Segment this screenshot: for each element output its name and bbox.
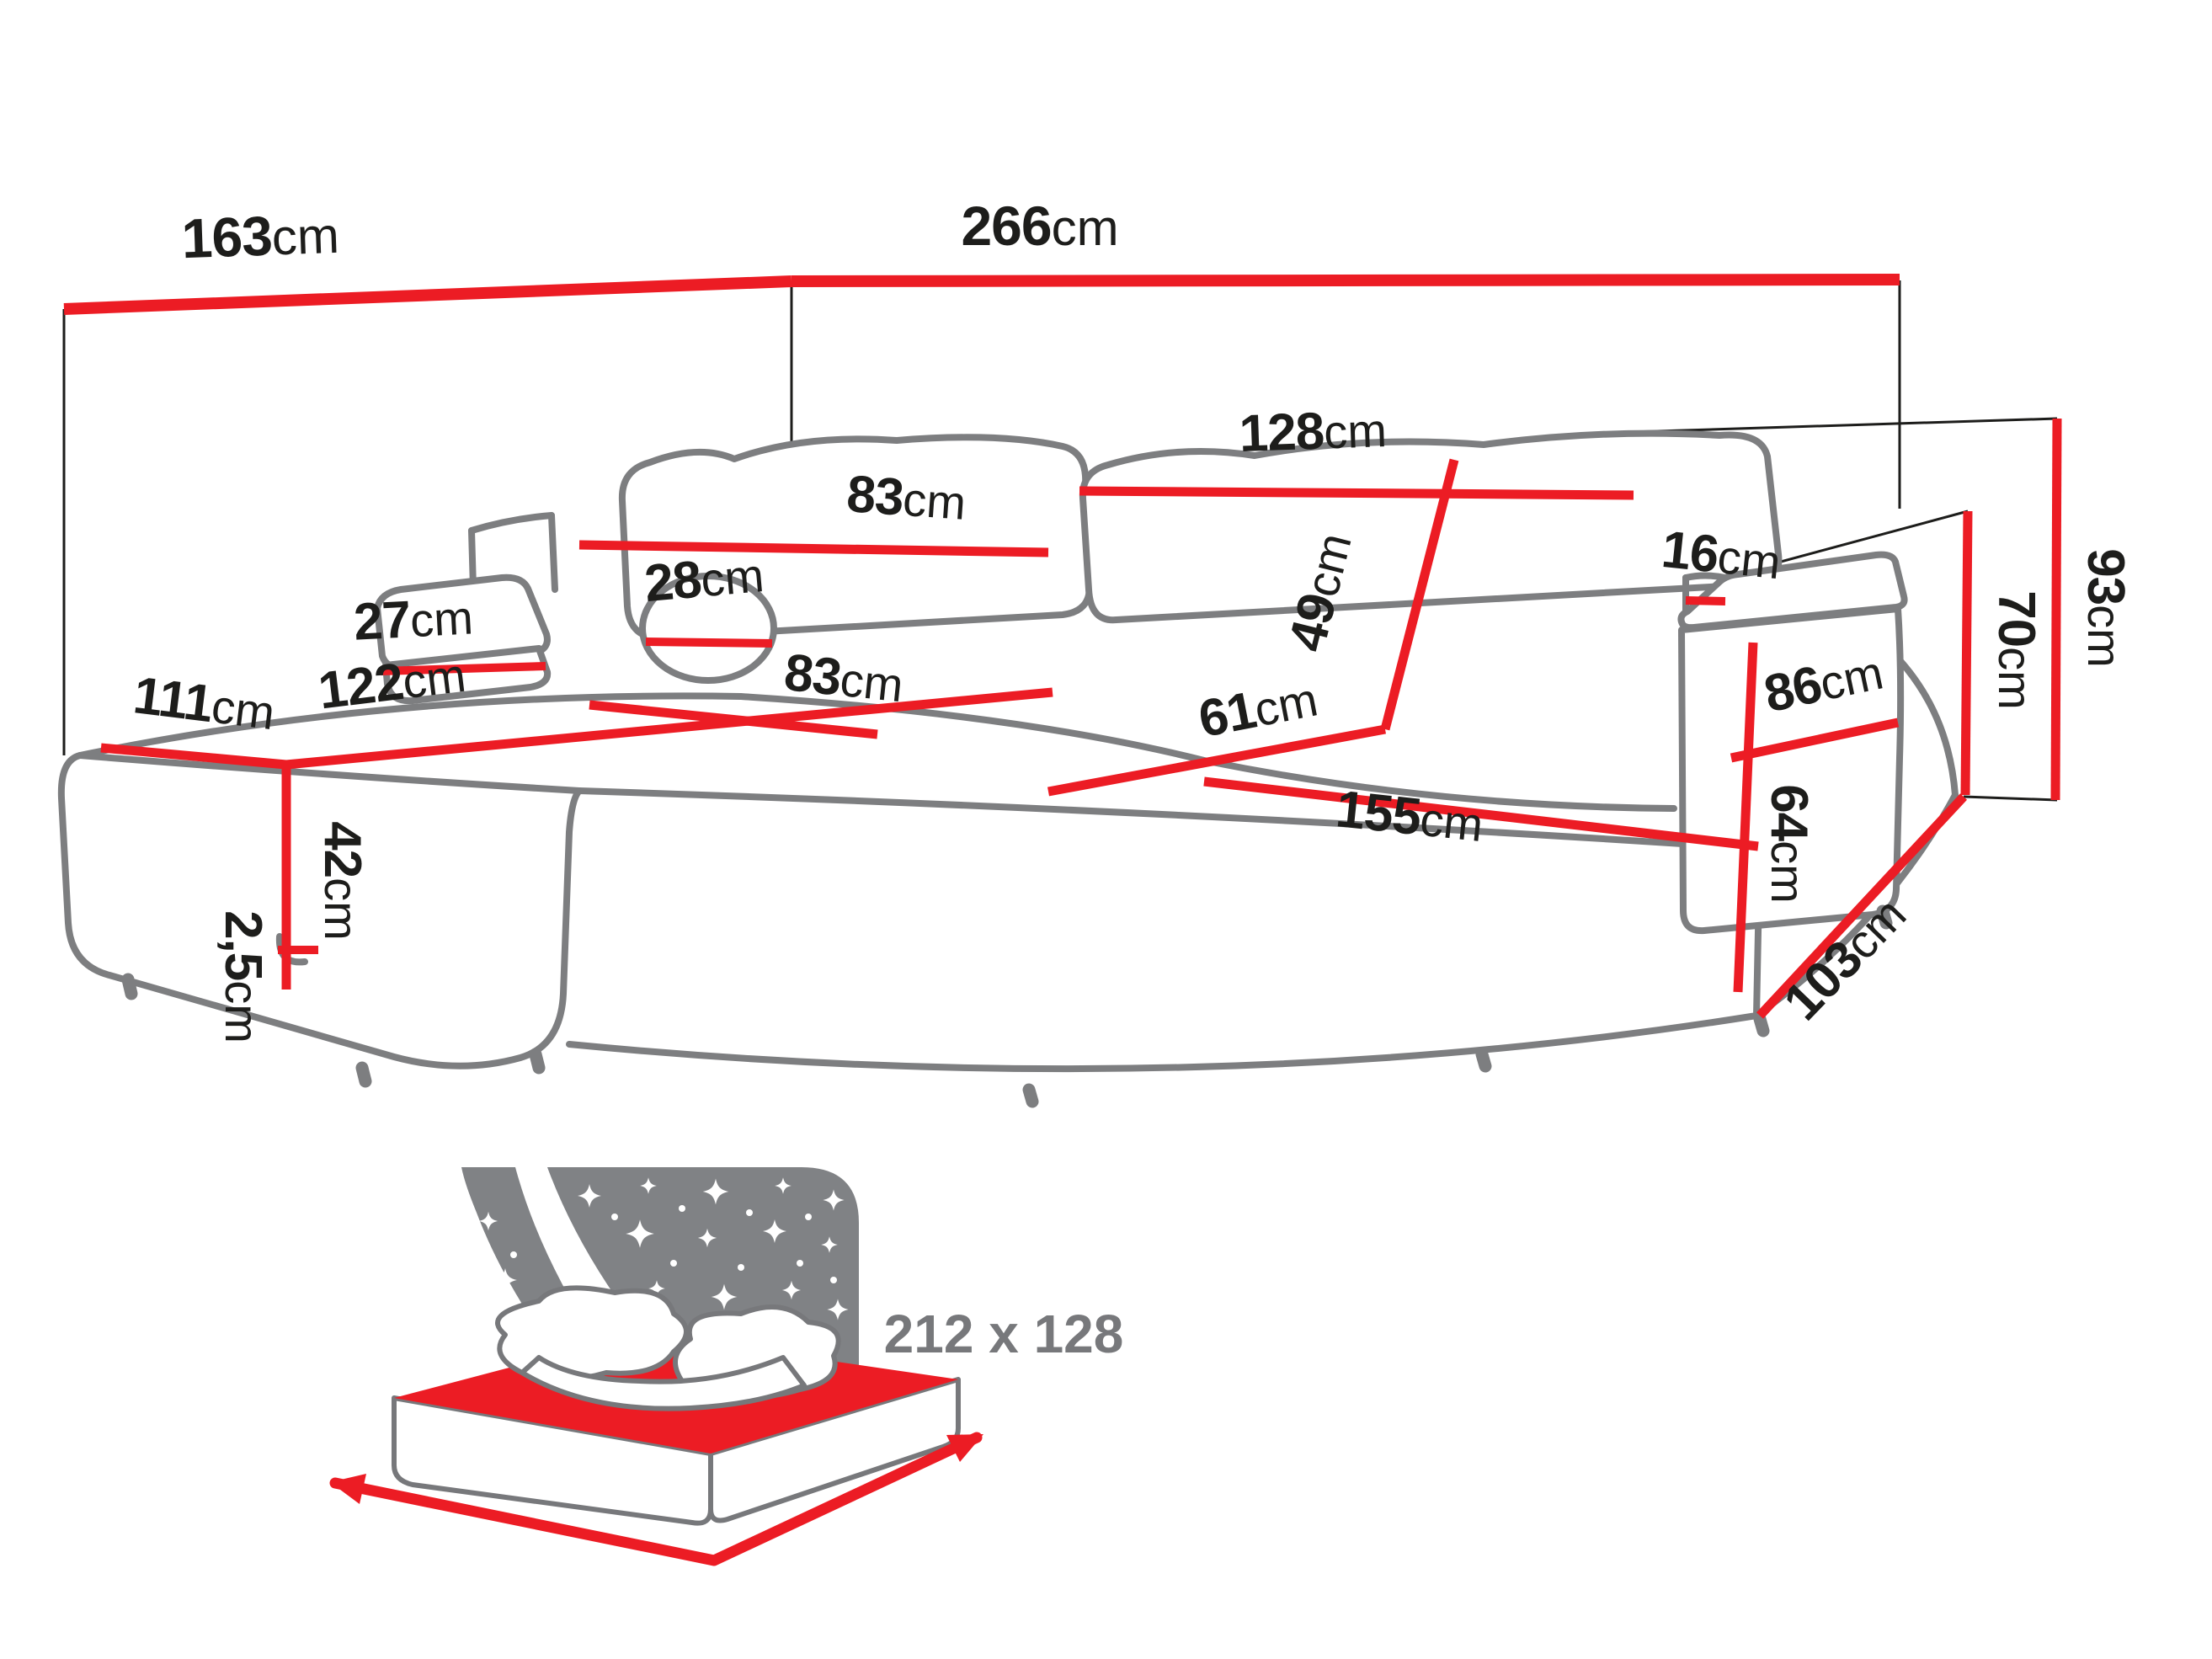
label-61cm: 61cm — [1194, 669, 1322, 749]
dim-line-103 — [1756, 793, 1968, 1019]
arrowhead-left — [330, 1474, 366, 1504]
dim-line-49 — [1380, 458, 1459, 731]
label-163cm: 163cm — [180, 202, 340, 269]
leg-6 — [1753, 1012, 1770, 1038]
chaise-front-face — [57, 752, 583, 1070]
seat-deck-rear-edge — [77, 692, 1677, 812]
label-83cm-back: 83cm — [845, 465, 967, 531]
bed-base-side — [708, 1377, 961, 1523]
dim-line-61 — [1047, 724, 1387, 797]
label-83cm-seat: 83cm — [781, 643, 906, 713]
bed-pillow-left — [495, 1285, 689, 1382]
sleeping-area-label: 212 x 128 — [884, 1304, 1124, 1364]
bed-duvet-edge — [520, 1355, 807, 1411]
extension-floor — [1963, 795, 2058, 802]
right-armrest-front — [1678, 605, 1905, 935]
sofa-outline — [57, 429, 1959, 1108]
dim-line-16 — [1685, 596, 1726, 605]
dimension-labels: 163cm 266cm 83cm 128cm 49cm 27cm 28cm 11… — [131, 195, 2135, 1043]
chaise-top-front-edge — [77, 752, 583, 794]
seat-front-edge — [576, 787, 1763, 852]
back-panel-top — [468, 512, 555, 534]
back-panel-edge-2 — [548, 512, 558, 593]
dim-line-28 — [645, 637, 773, 648]
label-266cm: 266cm — [961, 195, 1118, 257]
dim-line-155 — [1203, 776, 1759, 851]
dim-line-70 — [1960, 510, 1973, 796]
sleeping-area-icon: 212 x 128 — [329, 1167, 1124, 1566]
label-28cm: 28cm — [642, 545, 766, 613]
leg-3 — [529, 1048, 546, 1075]
label-16cm: 16cm — [1659, 520, 1783, 590]
leg-1 — [121, 973, 138, 1000]
dim-line-111 — [100, 743, 287, 770]
label-111cm: 111cm — [131, 666, 278, 741]
dim-line-83-back — [578, 540, 1049, 557]
seat-front-face — [566, 846, 1763, 1073]
label-64cm: 64cm — [1760, 784, 1818, 904]
label-86cm: 86cm — [1759, 642, 1888, 723]
label-122cm: 122cm — [315, 645, 468, 721]
extension-back-top — [1629, 417, 2058, 434]
arrowhead-right — [946, 1434, 983, 1462]
dimension-arrow-line — [329, 1432, 983, 1566]
label-70cm: 70cm — [1987, 590, 2045, 710]
label-128cm: 128cm — [1239, 400, 1388, 463]
leg-7 — [1876, 904, 1893, 930]
dim-line-86 — [1730, 717, 1900, 763]
label-42cm: 42cm — [313, 821, 371, 941]
dim-line-27 — [380, 662, 546, 675]
left-armrest-front — [382, 645, 552, 705]
dim-line-93 — [2050, 418, 2062, 801]
dim-line-64 — [1733, 642, 1758, 993]
dim-line-122 — [285, 687, 1053, 770]
label-27cm: 27cm — [352, 587, 474, 651]
dim-line-128 — [1079, 486, 1634, 500]
leg-2 — [355, 1061, 372, 1088]
leg-4 — [1022, 1083, 1039, 1108]
label-155cm: 155cm — [1333, 780, 1485, 853]
leg-5 — [1475, 1048, 1492, 1073]
dim-line-266 — [791, 274, 1900, 287]
dim-line-83-seat — [589, 700, 878, 739]
dim-line-163 — [63, 275, 792, 315]
label-93cm: 93cm — [2076, 548, 2135, 668]
dimension-lines — [63, 274, 2062, 1019]
bolster-pillow — [639, 573, 777, 684]
label-2-5cm: 2,5cm — [214, 910, 272, 1043]
